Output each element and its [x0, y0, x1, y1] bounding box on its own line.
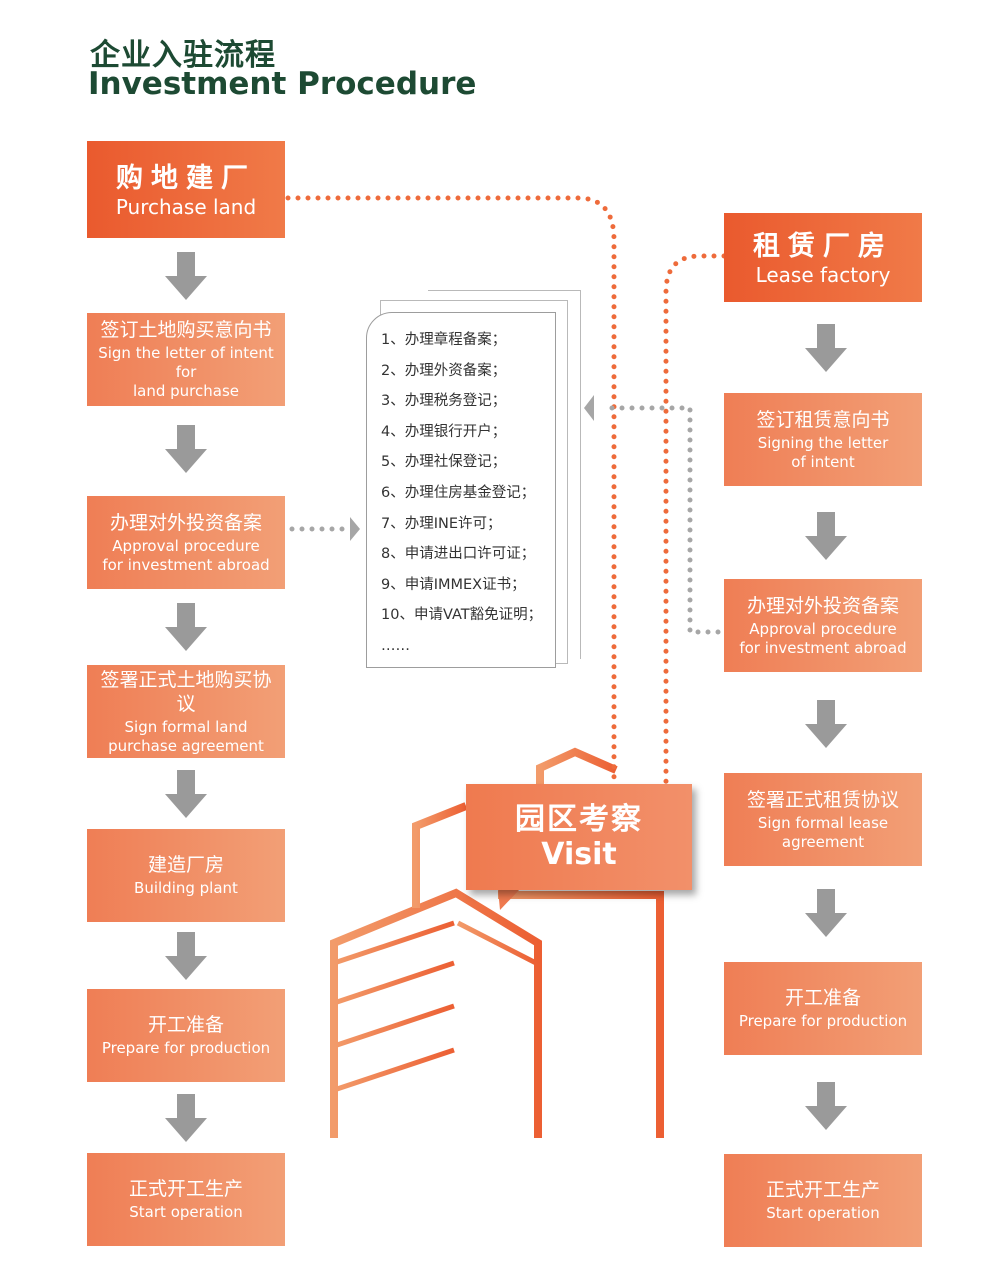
- right-head-cn: 租赁厂房: [753, 231, 893, 262]
- flow-arrows: [165, 252, 847, 1142]
- down-arrow-icon: [805, 700, 847, 748]
- page-title-cn: 企业入驻流程: [90, 38, 276, 73]
- document-item: 6、办理住房基金登记；: [381, 484, 536, 501]
- down-arrow-icon: [165, 425, 207, 473]
- right-step-en: Signing the letter of intent: [757, 433, 889, 471]
- down-arrow-icon: [165, 770, 207, 818]
- right-step-3: 签署正式租赁协议 Sign formal lease agreement: [724, 773, 922, 866]
- document-item: 5、办理社保登记；: [381, 454, 507, 471]
- dotted-connector-right-approval: [601, 405, 721, 635]
- document-item: 2、办理外资备案；: [381, 362, 507, 379]
- left-head-cn: 购地建厂: [116, 163, 256, 194]
- down-arrow-icon: [165, 252, 207, 300]
- down-arrow-icon: [805, 1082, 847, 1130]
- right-step-en: Approval procedure for investment abroad: [739, 619, 907, 657]
- right-step-2: 办理对外投资备案 Approval procedure for investme…: [724, 579, 922, 672]
- right-step-1: 签订租赁意向书 Signing the letter of intent: [724, 393, 922, 486]
- dotted-connector-right-head: [663, 253, 727, 785]
- left-step-en: Approval procedure for investment abroad: [102, 536, 270, 574]
- document-item: 7、办理INE许可；: [381, 515, 502, 532]
- right-step-cn: 签署正式租赁协议: [746, 788, 899, 811]
- left-step-cn: 办理对外投资备案: [109, 511, 262, 534]
- down-arrow-icon: [165, 1094, 207, 1142]
- document-item: 1、办理章程备案；: [381, 332, 507, 348]
- building-illustration: [295, 747, 703, 1148]
- document-item: 4、办理银行开户；: [381, 423, 507, 440]
- right-step-en: Sign formal lease agreement: [757, 813, 889, 851]
- down-arrow-icon: [805, 889, 847, 937]
- document-item: 10、申请VAT豁免证明；: [381, 607, 543, 624]
- visit-cn: 园区考察: [515, 802, 643, 837]
- left-step-en: Building plant: [134, 879, 238, 897]
- right-step-cn: 签订租赁意向书: [756, 408, 890, 431]
- left-step-4: 建造厂房 Building plant: [87, 829, 285, 922]
- visit-bubble-tail: [498, 889, 520, 910]
- right-step-en: Prepare for production: [738, 1012, 908, 1030]
- left-step-2: 办理对外投资备案 Approval procedure for investme…: [87, 496, 285, 589]
- left-step-en: Prepare for production: [101, 1039, 271, 1057]
- left-head-en: Purchase land: [115, 195, 257, 219]
- right-head-lease-factory: 租赁厂房 Lease factory: [724, 213, 922, 302]
- left-step-cn: 开工准备: [147, 1014, 224, 1036]
- down-arrow-icon: [165, 603, 207, 651]
- left-step-3: 签署正式土地购买协议 Sign formal land purchase agr…: [87, 665, 285, 758]
- left-step-en: Sign the letter of intent for land purch…: [98, 344, 274, 400]
- document-item: 8、申请进出口许可证；: [381, 546, 536, 563]
- left-step-en: Sign formal land purchase agreement: [108, 717, 264, 755]
- left-step-en: Start operation: [129, 1203, 243, 1221]
- dotted-connector-left-head: [285, 195, 617, 783]
- right-head-en: Lease factory: [755, 263, 891, 287]
- page-title-en: Investment Procedure: [88, 66, 477, 102]
- left-step-5: 开工准备 Prepare for production: [87, 989, 285, 1082]
- document-item: ……: [381, 637, 410, 654]
- right-step-cn: 正式开工生产: [765, 1179, 880, 1201]
- left-step-6: 正式开工生产 Start operation: [87, 1153, 285, 1246]
- left-step-1: 签订土地购买意向书 Sign the letter of intent for …: [87, 313, 285, 406]
- visit-callout: 园区考察 Visit: [466, 784, 692, 890]
- document-list-card: 1、办理章程备案； 2、办理外资备案； 3、办理税务登记； 4、办理银行开户； …: [366, 312, 556, 668]
- visit-en: Visit: [541, 837, 617, 872]
- left-head-purchase-land: 购地建厂 Purchase land: [87, 141, 285, 238]
- right-step-cn: 办理对外投资备案: [746, 594, 899, 617]
- left-step-cn: 签署正式土地购买协议: [100, 668, 272, 715]
- right-step-en: Start operation: [766, 1204, 880, 1222]
- right-step-cn: 开工准备: [784, 987, 861, 1009]
- right-step-4: 开工准备 Prepare for production: [724, 962, 922, 1055]
- down-arrow-icon: [165, 932, 207, 980]
- document-item: 9、申请IMMEX证书；: [381, 576, 526, 593]
- down-arrow-icon: [805, 512, 847, 560]
- right-step-5: 正式开工生产 Start operation: [724, 1154, 922, 1247]
- document-item: 3、办理税务登记；: [381, 393, 507, 410]
- down-arrow-icon: [805, 324, 847, 372]
- left-step-cn: 正式开工生产: [128, 1178, 243, 1200]
- arrowhead-right-approval: [584, 395, 594, 421]
- left-step-cn: 签订土地购买意向书: [100, 319, 272, 341]
- arrowhead-left-approval: [350, 517, 360, 541]
- left-step-cn: 建造厂房: [147, 854, 224, 876]
